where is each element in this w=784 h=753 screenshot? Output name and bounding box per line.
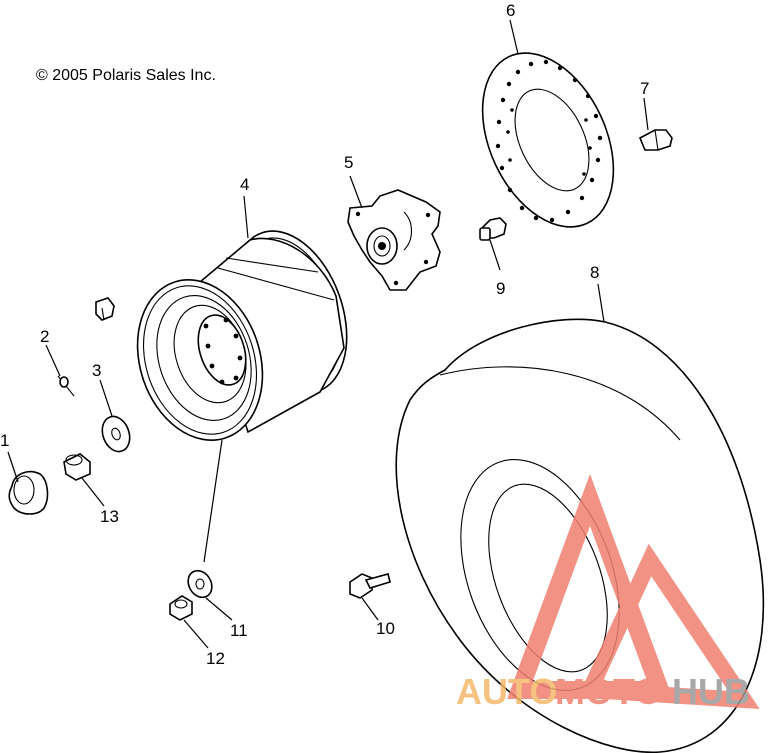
callout-2: 2	[40, 327, 49, 346]
bolt-9	[479, 217, 507, 241]
hub-cap	[8, 470, 49, 515]
callout-13: 13	[100, 507, 119, 526]
cotter-pin	[57, 375, 75, 397]
watermark-text-auto: AUTO	[456, 671, 557, 712]
nut-13	[63, 453, 91, 481]
callout-4: 4	[240, 175, 249, 194]
callout-12: 12	[206, 649, 225, 668]
wheel-rim	[136, 230, 348, 441]
hub	[347, 189, 441, 291]
callout-9: 9	[496, 279, 505, 298]
washer-11	[187, 569, 213, 599]
callout-labels: 1 2 3 4 5 6 7 8 9 10 11 12 13	[0, 1, 649, 668]
watermark-text-hub: HUB	[672, 671, 750, 712]
copyright-text: © 2005 Polaris Sales Inc.	[36, 67, 216, 84]
callout-8: 8	[590, 263, 599, 282]
bolt-7	[638, 129, 673, 151]
brake-disc	[481, 52, 615, 228]
callout-11: 11	[230, 621, 248, 640]
nut-12	[169, 595, 193, 621]
bolt-10	[349, 573, 391, 599]
callout-5: 5	[344, 153, 353, 172]
callout-1: 1	[0, 431, 9, 450]
watermark-logo: AUTO MOTO HUB	[456, 473, 760, 712]
watermark-text-moto: MOTO	[555, 671, 662, 712]
callout-10: 10	[376, 619, 395, 638]
callout-6: 6	[506, 1, 515, 20]
callout-3: 3	[92, 361, 101, 380]
valve-stem	[95, 297, 115, 321]
washer-3	[101, 415, 131, 453]
leader-lines	[7, 19, 649, 649]
callout-7: 7	[640, 79, 649, 98]
